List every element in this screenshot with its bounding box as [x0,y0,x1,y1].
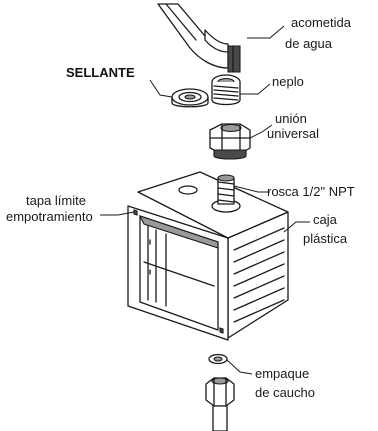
label-tapa-1: tapa límite [26,193,86,208]
label-rosca: rosca 1/2" NPT [267,184,355,199]
label-sellante: SELLANTE [66,65,135,80]
universal-union [209,123,251,160]
plastic-box [127,171,289,341]
label-acometida-1: acometida [291,15,352,30]
label-acometida-2: de agua [285,36,333,51]
sealant-tape-roll [171,88,209,108]
label-tapa-2: empotramiento [6,209,93,224]
rubber-gasket [208,353,228,365]
leader-lines [100,25,310,375]
label-caja-1: caja [313,212,338,227]
water-supply-pipe [157,3,241,73]
label-union-1: unión [275,111,307,126]
label-caja-2: plástica [303,231,348,246]
lower-connector [205,377,235,431]
label-empaque-2: de caucho [255,385,315,400]
label-union-2: universal [267,126,319,141]
label-neplo: neplo [272,74,304,89]
label-empaque-1: empaque [255,366,309,381]
pipe-nipple [211,74,241,106]
